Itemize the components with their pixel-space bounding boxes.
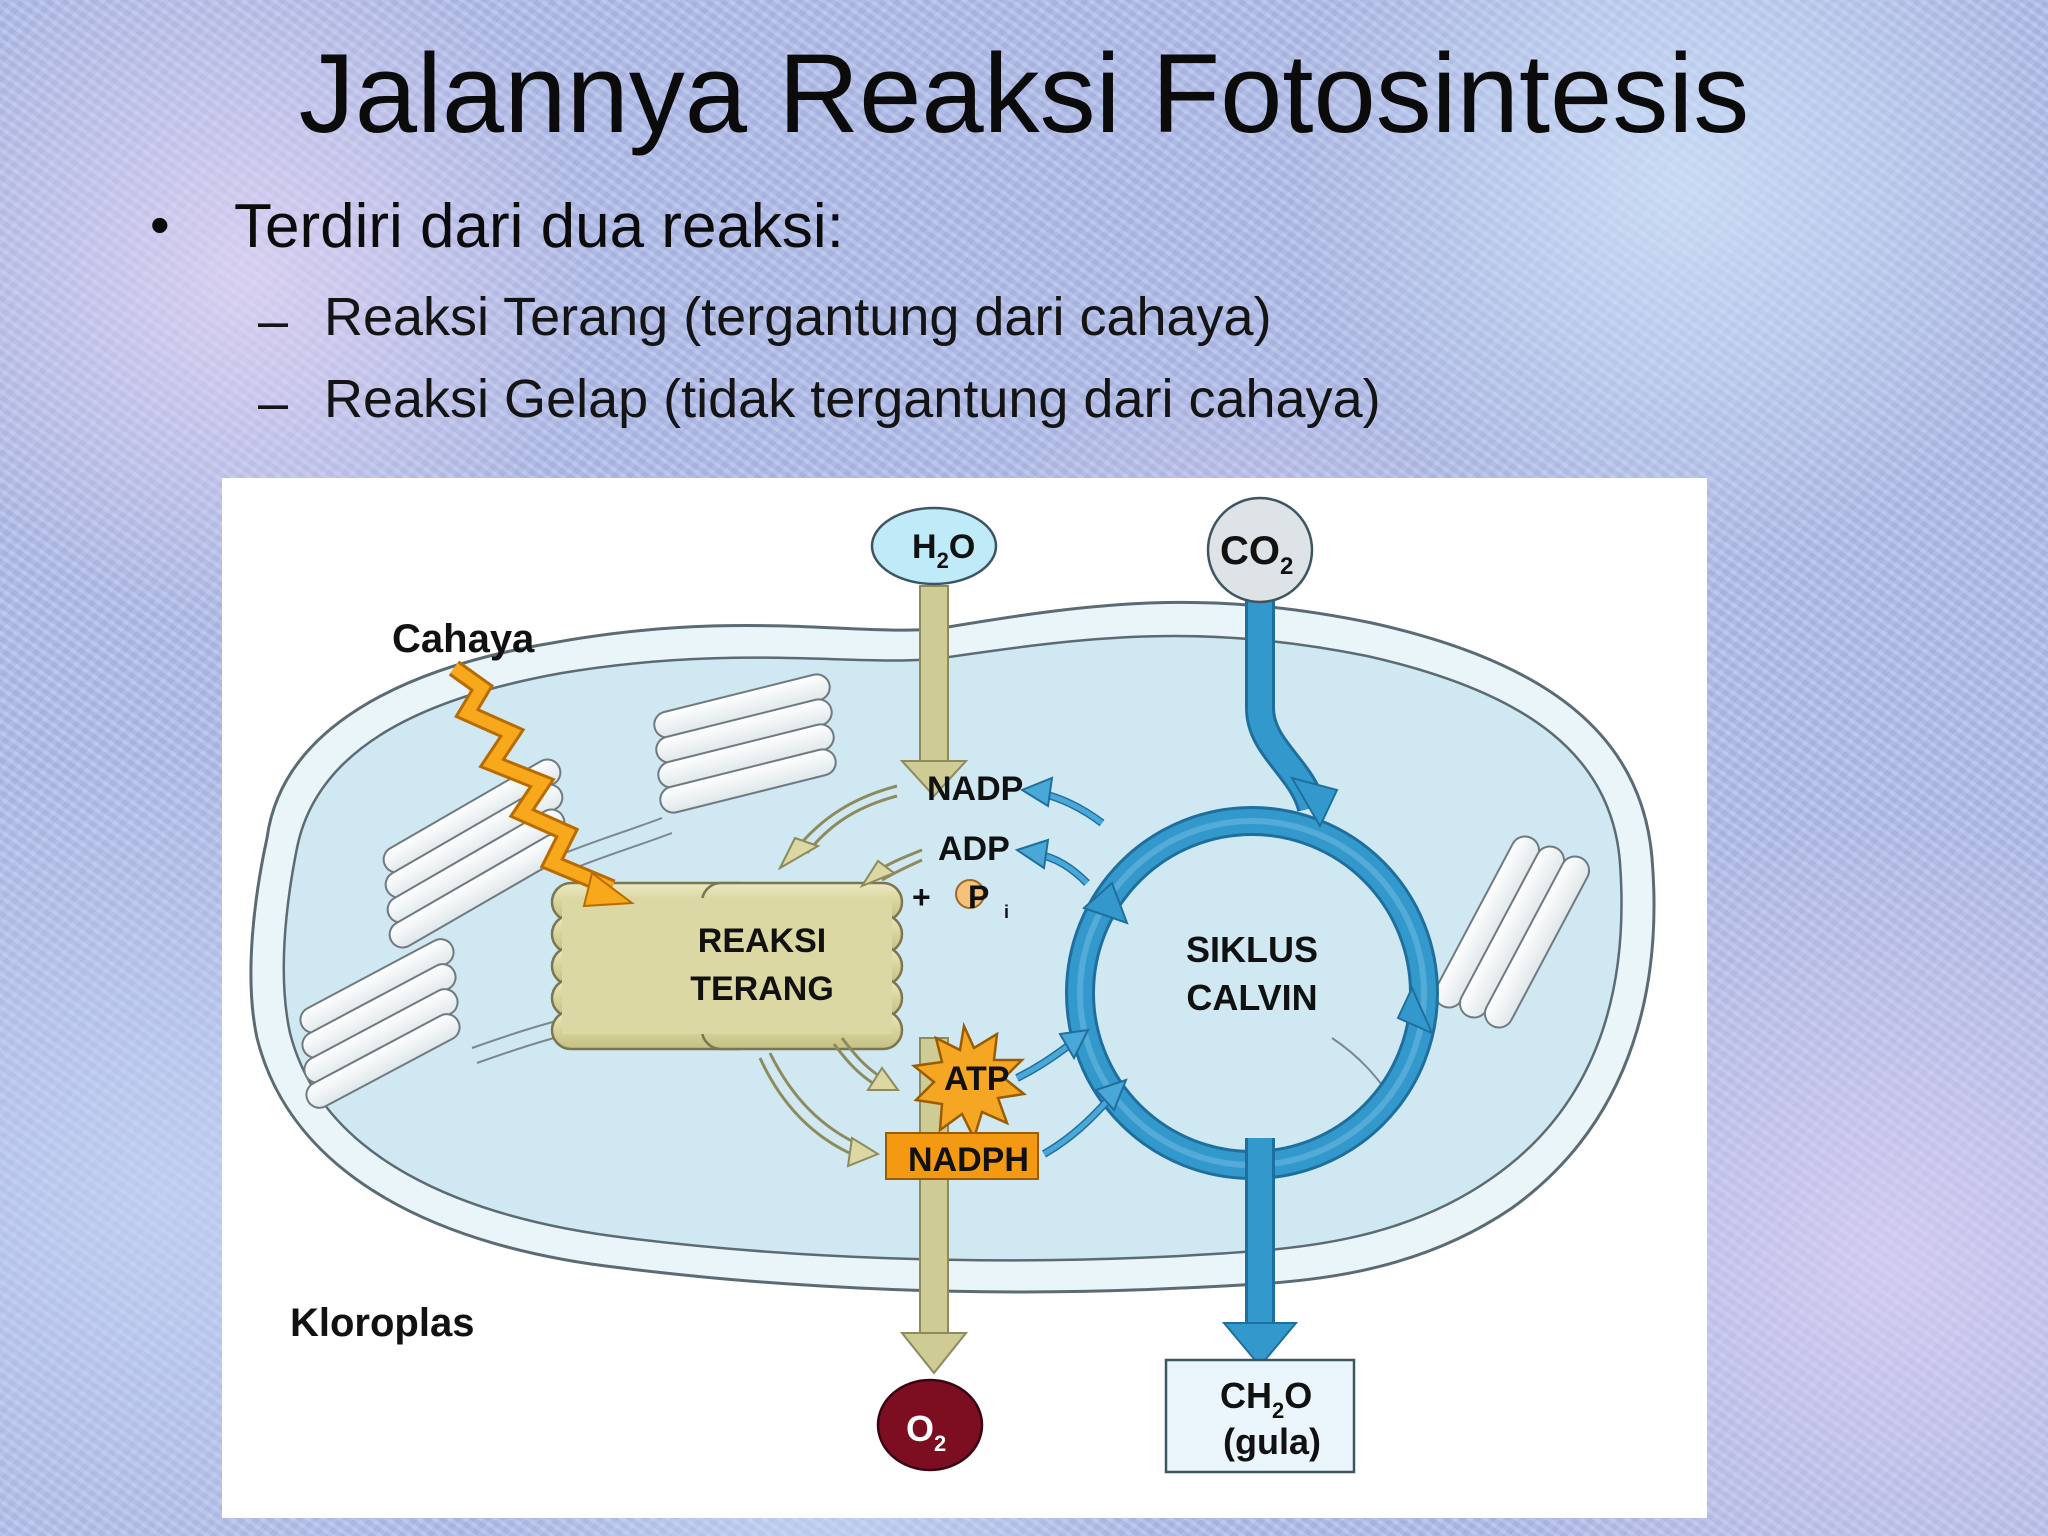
ch2o-label: CH2O — [1220, 1375, 1312, 1423]
calvin-arrowhead-right — [1396, 985, 1434, 1035]
o2-label: O2 — [906, 1408, 946, 1456]
grana-stack-right — [1433, 835, 1591, 1029]
light-reaction-label-2: TERANG — [690, 970, 834, 1008]
bullet-icon: • — [150, 193, 170, 256]
co2-node: CO2 — [1206, 496, 1314, 604]
calvin-label-2: CALVIN — [1186, 977, 1317, 1018]
grana-stack-top — [653, 673, 837, 814]
nadp-return-arrow — [777, 784, 898, 871]
calvin-arrowhead-left — [1082, 881, 1129, 925]
phosphate-icon — [955, 879, 985, 909]
h2o-node: H2O — [870, 506, 998, 586]
sugar-output-arrow — [1221, 1138, 1299, 1368]
cycle-to-nadp-arrow — [1019, 776, 1105, 827]
adp-label: ADP — [938, 830, 1010, 868]
nadp-label: NADP — [927, 770, 1023, 808]
nadph-to-cycle-arrow — [1042, 1078, 1128, 1158]
h2o-label: H2O — [912, 528, 975, 573]
pi-subscript-label: i — [1004, 902, 1009, 922]
chloroplast-label: Kloroplas — [290, 1301, 474, 1345]
adp-return-arrow — [859, 848, 923, 889]
dash-icon: – — [258, 373, 289, 433]
o2-node: O2 — [876, 1378, 984, 1472]
light-to-nadph-arrow — [758, 1052, 881, 1168]
light-reaction-stack — [550, 881, 904, 1051]
nadph-label: NADPH — [908, 1141, 1029, 1179]
nadph-box — [885, 1132, 1039, 1180]
light-bolt-icon — [448, 660, 635, 908]
atp-label: ATP — [944, 1060, 1009, 1098]
co2-input-arrow — [1245, 578, 1339, 829]
photosynthesis-diagram: H2O REAKSI TERANG Cahaya O2 — [222, 478, 1707, 1518]
light-label: Cahaya — [392, 617, 535, 661]
co2-label: CO2 — [1220, 529, 1293, 580]
light-to-atp-arrow — [832, 1037, 900, 1091]
sub-item-light-reaction: Reaksi Terang (tergantung dari cahaya) — [324, 287, 1272, 347]
plus-label: + — [912, 879, 931, 915]
sub-item-dark-reaction: Reaksi Gelap (tidak tergantung dari caha… — [324, 369, 1381, 429]
cycle-to-adp-arrow — [1014, 838, 1090, 886]
sugar-node: CH2O (gula) — [1164, 1358, 1356, 1474]
atp-to-cycle-arrow — [1015, 1028, 1090, 1082]
slide-title: Jalannya Reaksi Fotosintesis — [298, 31, 1750, 156]
sugar-label: (gula) — [1223, 1421, 1321, 1462]
pi-label: P — [968, 879, 989, 915]
dash-icon: – — [258, 291, 289, 351]
light-reaction-label-1: REAKSI — [698, 922, 826, 960]
calvin-label-1: SIKLUS — [1186, 929, 1318, 970]
grana-stack-left-lower — [299, 938, 461, 1109]
bullet-text: Terdiri dari dua reaksi: — [234, 192, 844, 261]
